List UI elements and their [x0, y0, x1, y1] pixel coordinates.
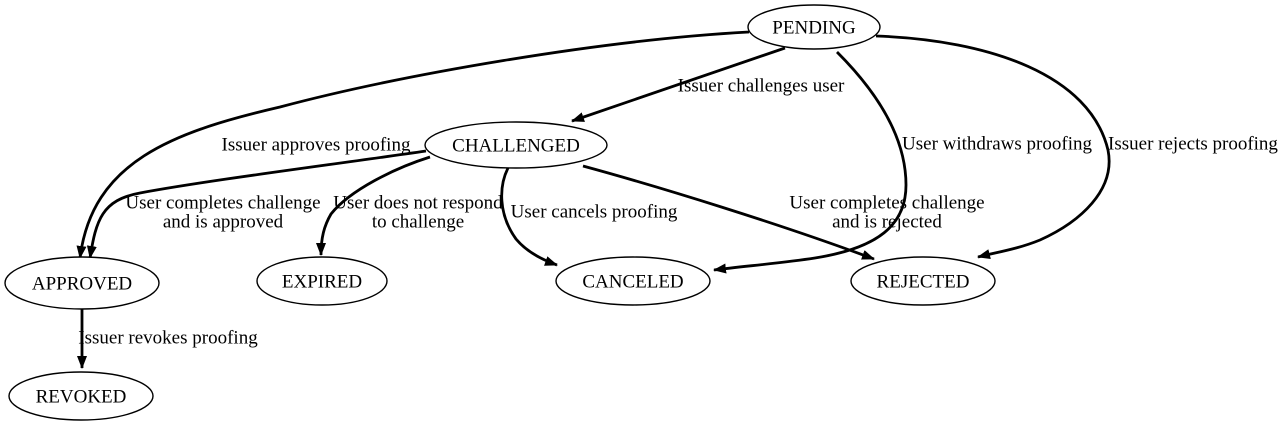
- edge-challenged-to-canceled: [500, 167, 558, 267]
- edge-label-challenged-to-approved-line2: and is approved: [163, 212, 284, 233]
- edge-label-challenged-to-approved-line1: User completes challenge: [125, 193, 320, 214]
- node-ellipse-approved: [4, 256, 160, 310]
- edge-challenged-to-expired: [316, 155, 431, 256]
- node-label-revoked: REVOKED: [36, 387, 127, 408]
- nodes-layer: PENDING CHALLENGED APPROVED EXPIRED CANCELED…: [4, 4, 996, 421]
- node-canceled: CANCELED: [555, 256, 711, 306]
- node-label-approved: APPROVED: [32, 274, 132, 295]
- node-expired: EXPIRED: [256, 256, 388, 306]
- node-ellipse-pending: [747, 4, 881, 50]
- node-label-pending: PENDING: [772, 18, 856, 39]
- edge-label-pending-to-rejected: Issuer rejects proofing: [1108, 134, 1278, 155]
- edge-pending-to-approved: [76, 30, 750, 259]
- edge-label-challenged-to-rejected-line2: and is rejected: [832, 212, 942, 233]
- node-label-rejected: REJECTED: [877, 272, 970, 293]
- edge-label-challenged-to-canceled: User cancels proofing: [511, 202, 678, 223]
- node-rejected: REJECTED: [850, 256, 996, 306]
- node-label-canceled: CANCELED: [582, 272, 683, 293]
- node-ellipse-rejected: [850, 256, 996, 306]
- edge-pending-to-challenged: [571, 46, 786, 123]
- edge-challenged-to-rejected: [582, 164, 875, 261]
- edge-pending-to-canceled: [713, 51, 908, 274]
- edge-label-pending-to-canceled: User withdraws proofing: [902, 134, 1092, 155]
- node-approved: APPROVED: [4, 256, 160, 310]
- node-ellipse-revoked: [8, 371, 154, 421]
- edge-label-pending-to-approved: Issuer approves proofing: [222, 135, 411, 156]
- node-pending: PENDING: [747, 4, 881, 50]
- edge-label-challenged-to-expired-line2: to challenge: [372, 212, 464, 233]
- edge-label-challenged-to-expired-line1: User does not respond: [333, 193, 503, 214]
- node-challenged: CHALLENGED: [424, 121, 608, 169]
- node-ellipse-challenged: [424, 121, 608, 169]
- node-revoked: REVOKED: [8, 371, 154, 421]
- node-label-expired: EXPIRED: [282, 272, 362, 293]
- edge-label-challenged-to-rejected-line1: User completes challenge: [789, 193, 984, 214]
- edge-challenged-to-approved: [86, 149, 427, 259]
- edge-label-approved-to-revoked: Issuer revokes proofing: [78, 328, 258, 349]
- edge-label-pending-to-challenged: Issuer challenges user: [678, 76, 845, 97]
- node-label-challenged: CHALLENGED: [452, 136, 580, 157]
- node-ellipse-canceled: [555, 256, 711, 306]
- edges-layer: [76, 30, 1111, 369]
- node-ellipse-expired: [256, 256, 388, 306]
- edge-pending-to-rejected: [875, 34, 1111, 259]
